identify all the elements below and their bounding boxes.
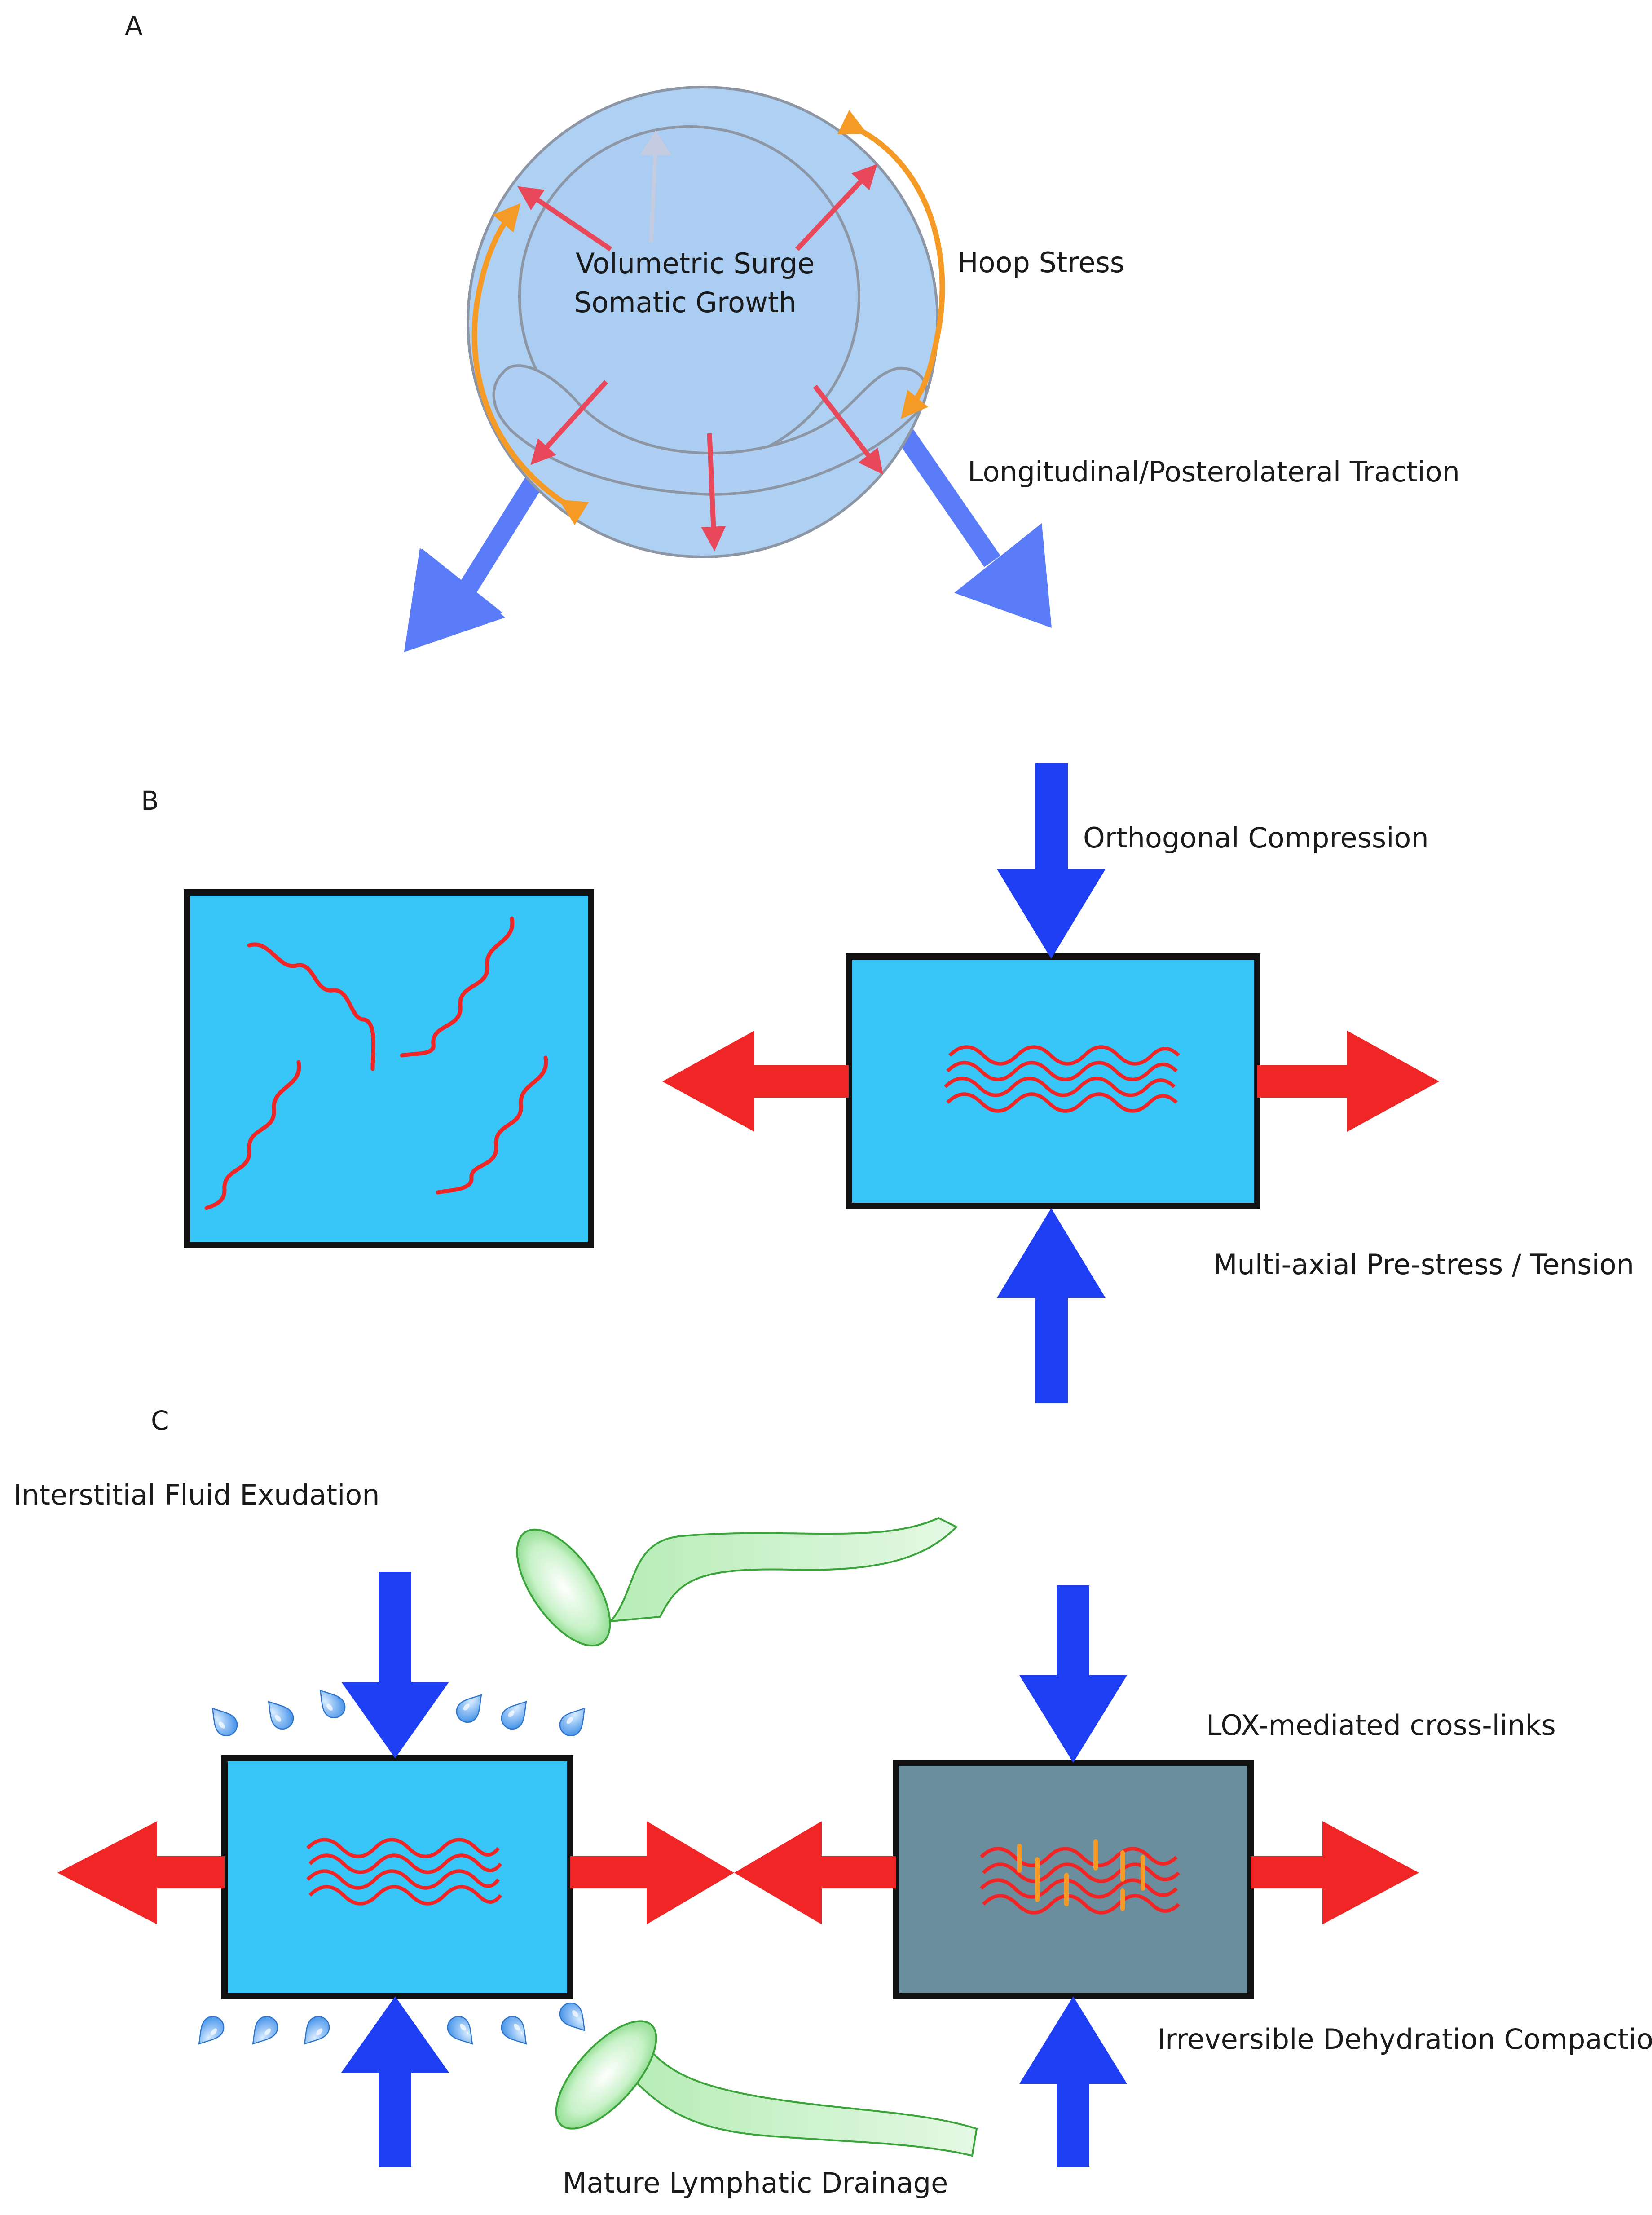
lymphatic-vessel-top — [516, 1517, 958, 1647]
tension-arrow-left — [662, 1031, 849, 1132]
lymphatic-vessel-bottom — [555, 2020, 978, 2157]
compacted-tissue-box — [893, 1760, 1254, 1999]
compression-arrow-c-right-bottom — [1019, 1996, 1127, 2167]
traction-arrow-right — [894, 425, 1052, 628]
tension-arrow-c-left-outer — [57, 1821, 225, 1924]
tension-arrow-c-middle-left — [734, 1821, 896, 1924]
aligned-fibers-c-left — [306, 1838, 502, 1906]
growth-arrows — [517, 163, 883, 552]
crosslink-label: LOX-mediated cross-links — [1206, 1709, 1556, 1742]
compression-arrow-top — [997, 763, 1106, 959]
center-text-line2: Somatic Growth — [574, 286, 796, 319]
random-fibers — [204, 916, 548, 1210]
compression-arrow-bottom — [997, 1208, 1106, 1403]
tensioned-tissue-box — [846, 953, 1260, 1209]
center-text-line1: Volumetric Surge — [576, 247, 815, 280]
panel-a-letter: A — [125, 11, 143, 41]
aligned-fibers — [944, 1045, 1180, 1113]
crosslinked-fibers — [980, 1847, 1180, 1915]
compression-arrow-c-left-top — [341, 1572, 449, 1758]
panel-c-letter: C — [151, 1405, 169, 1436]
hoop-arc-right — [837, 110, 945, 419]
tension-arrow-right — [1257, 1031, 1439, 1132]
relaxed-tissue-box — [184, 889, 594, 1248]
traction-label: Longitudinal/Posterolateral Traction — [968, 455, 1460, 488]
exuding-tissue-box — [221, 1755, 573, 1999]
tension-arrow-c-right-outer — [1251, 1821, 1419, 1924]
hoop-stress-label: Hoop Stress — [957, 246, 1124, 279]
compression-arrow-c-right-top — [1019, 1585, 1127, 1763]
traction-arrow-left — [404, 462, 552, 652]
hoop-arc-left — [471, 203, 589, 525]
dehydration-label: Irreversible Dehydration Compaction — [1157, 2023, 1652, 2056]
compression-label: Orthogonal Compression — [1083, 821, 1429, 854]
panel-a: A Volumetric Surge — [125, 11, 1460, 652]
panel-b-letter: B — [141, 785, 159, 816]
exudation-label: Interstitial Fluid Exudation — [13, 1478, 380, 1511]
lymphatic-label: Mature Lymphatic Drainage — [563, 2166, 948, 2199]
panel-b: B — [141, 763, 1634, 1403]
tension-label: Multi-axial Pre-stress / Tension — [1213, 1248, 1634, 1281]
tension-arrow-c-middle-right — [570, 1821, 734, 1924]
compression-arrow-c-left-bottom — [341, 1996, 449, 2167]
panel-c: C — [13, 1405, 1652, 2199]
lox-crosslinks — [1017, 1839, 1145, 1911]
growth-arrow-faint — [649, 148, 658, 243]
